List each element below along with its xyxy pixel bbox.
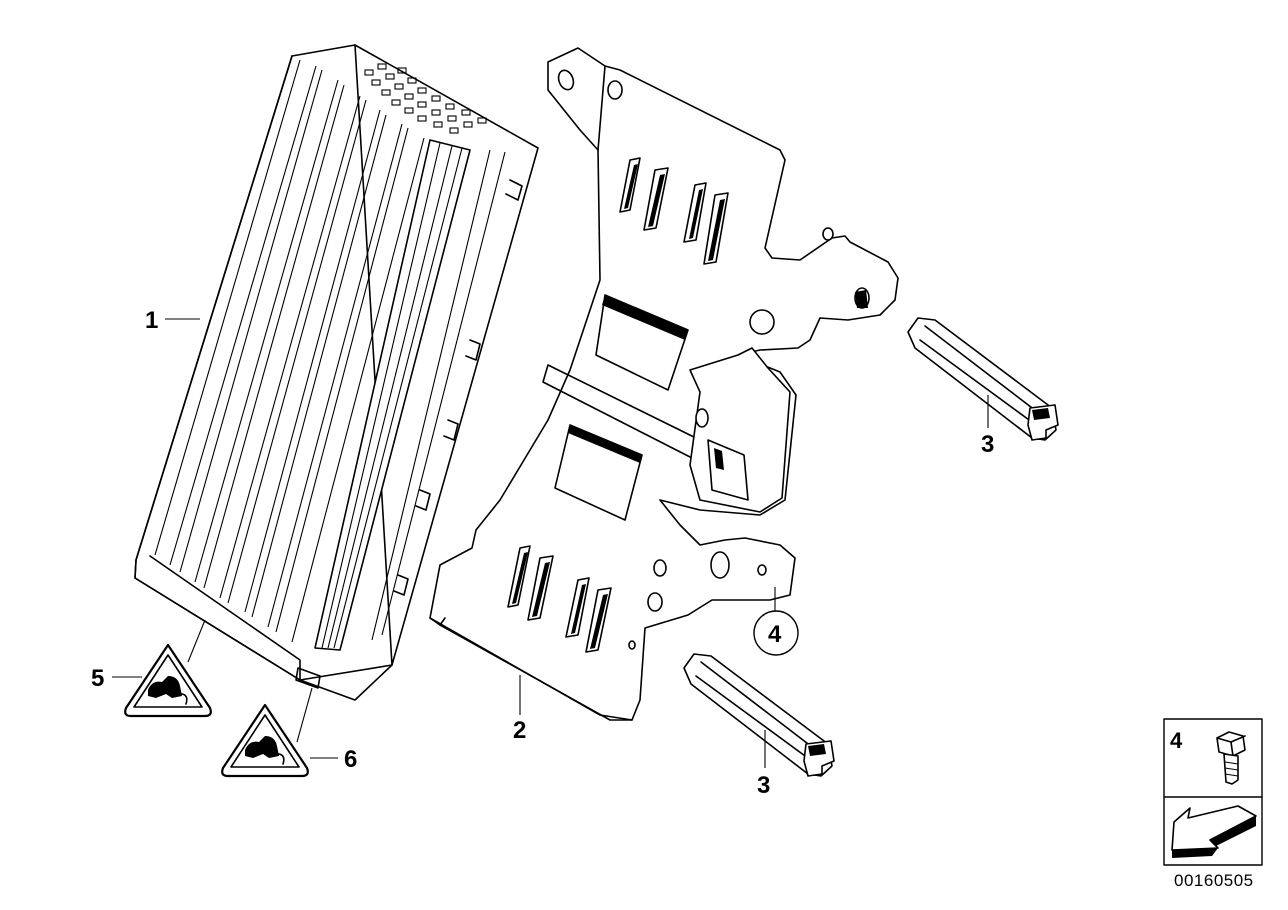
callout-6: 6 xyxy=(344,746,357,773)
leader-lines xyxy=(112,318,989,768)
direction-arrow-icon xyxy=(1171,805,1257,858)
amplifier-unit xyxy=(134,44,539,701)
mounting-bracket xyxy=(429,47,899,721)
callout-3-upper: 3 xyxy=(981,431,994,458)
legend-item-number: 4 xyxy=(1170,728,1183,753)
legend-box: 4 xyxy=(1163,718,1263,866)
callout-circle-4 xyxy=(753,610,799,656)
callout-3-lower: 3 xyxy=(757,772,770,799)
document-number: 00160505 xyxy=(1174,871,1254,890)
edge-seal-lower xyxy=(683,653,835,777)
callout-2: 2 xyxy=(513,717,526,744)
callout-5: 5 xyxy=(91,665,104,692)
callout-4: 4 xyxy=(768,621,782,648)
edge-seal-upper xyxy=(907,317,1059,441)
hex-bolt-icon xyxy=(1216,731,1246,785)
callout-1: 1 xyxy=(145,307,158,334)
warning-label-6 xyxy=(221,703,309,778)
warning-label-5 xyxy=(124,643,212,718)
